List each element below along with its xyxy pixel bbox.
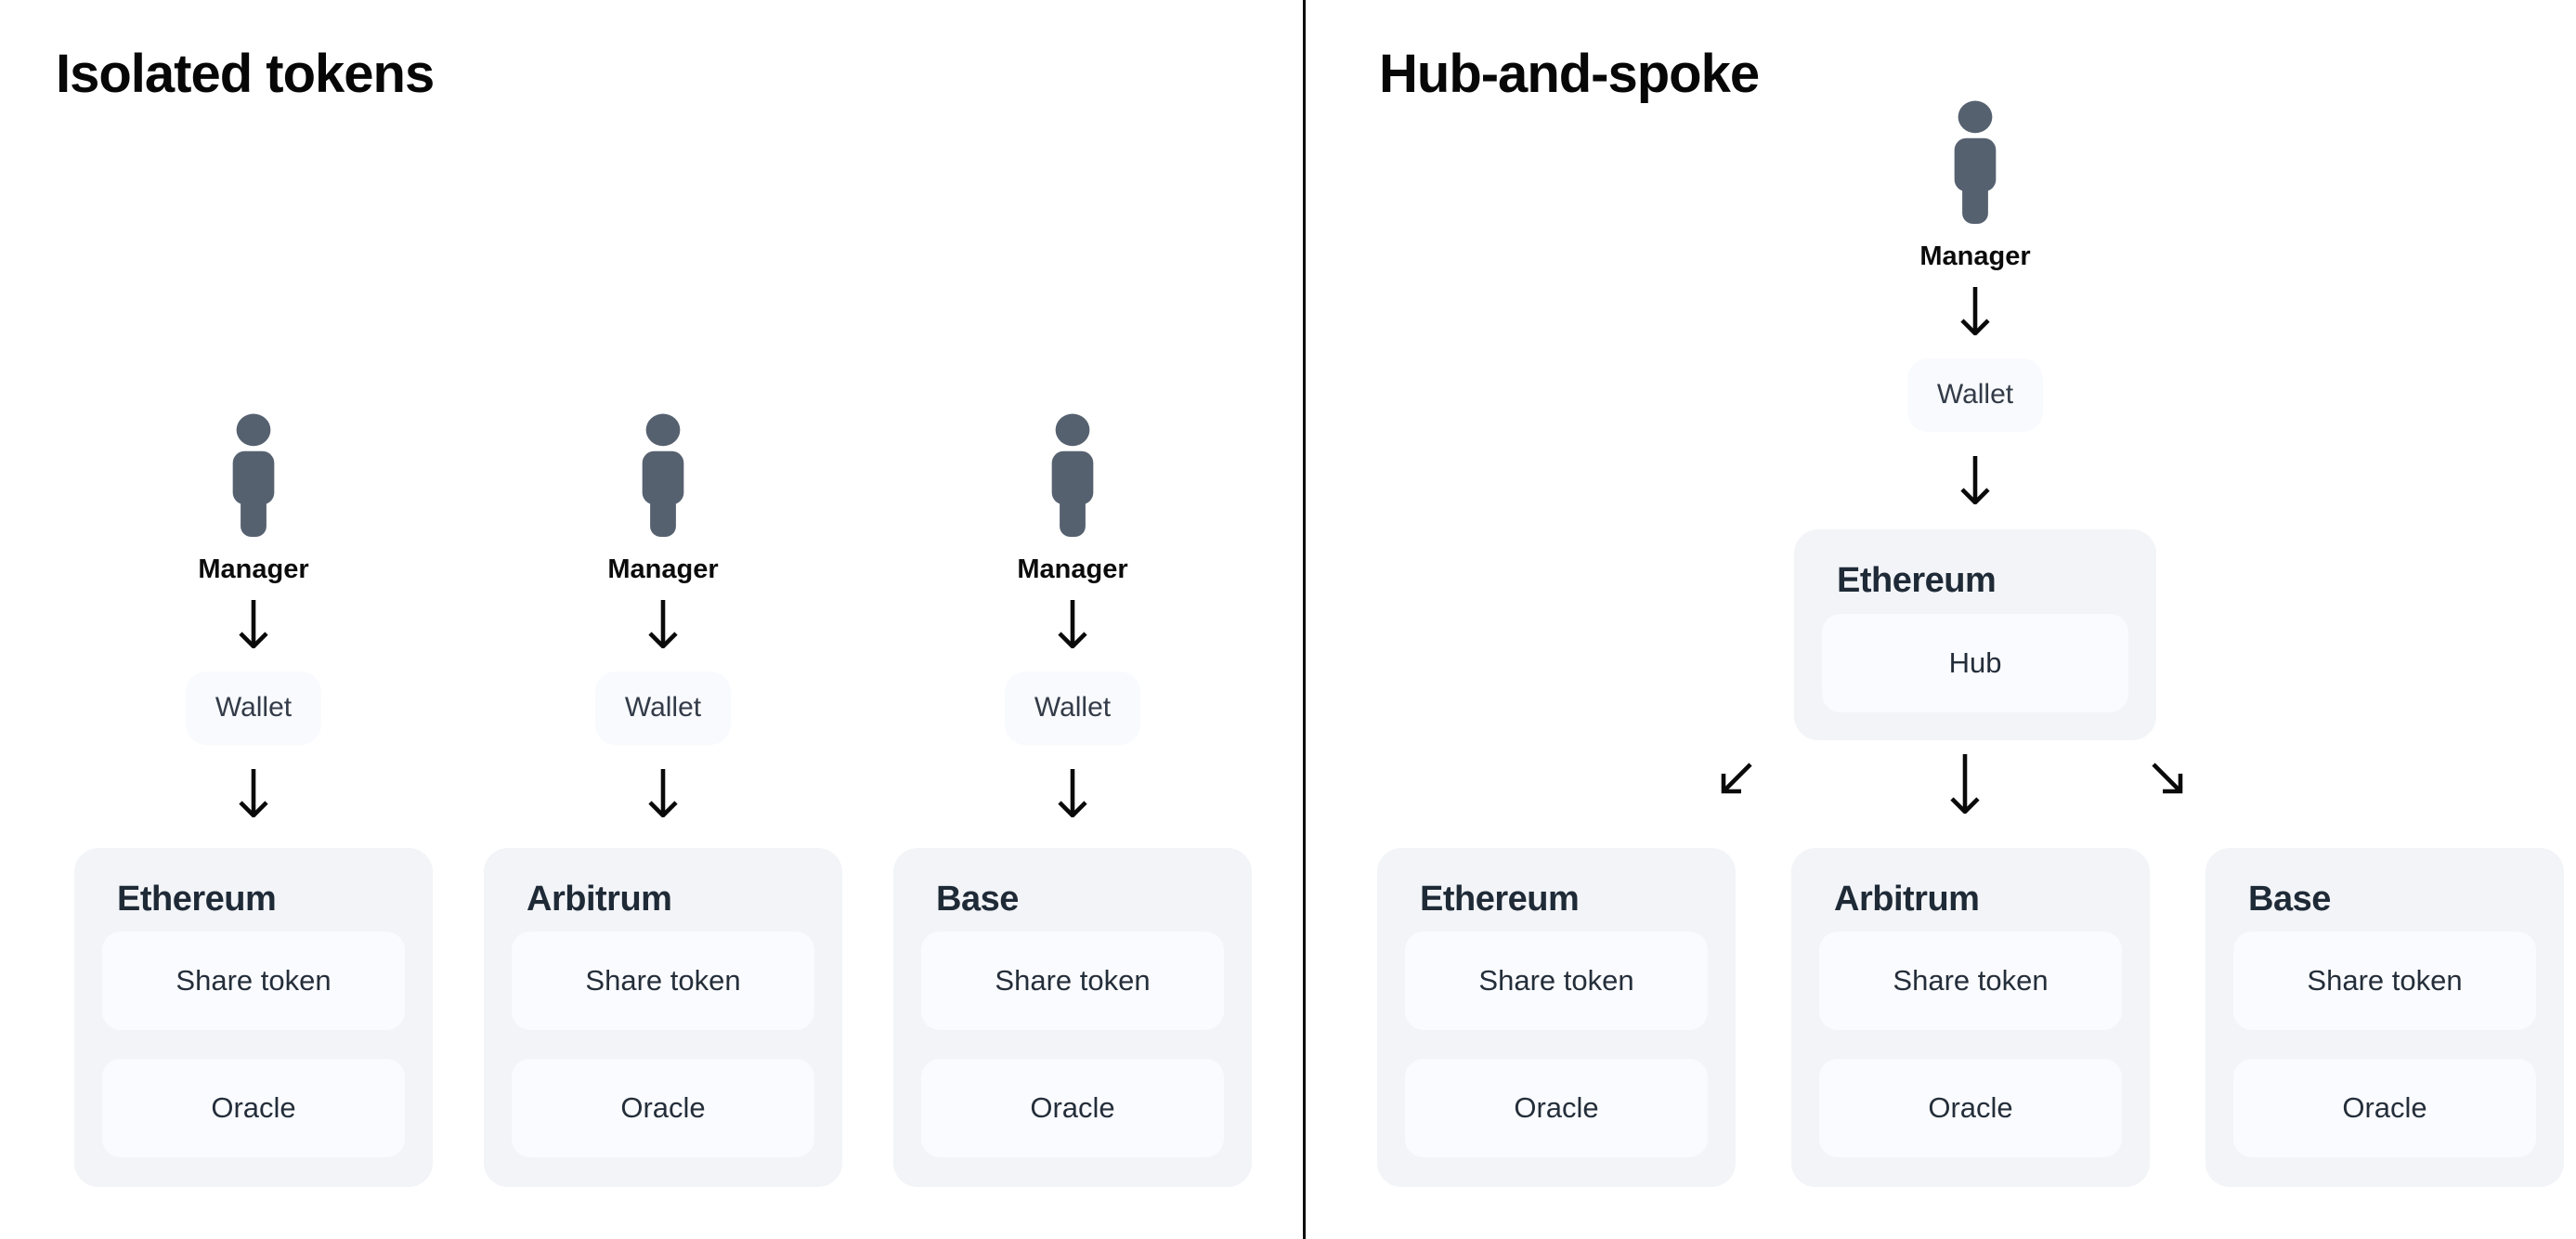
isolated-tokens-panel: Isolated tokens Manager Wallet Ethereum … (56, 44, 1252, 1187)
oracle-box: Oracle (921, 1058, 1224, 1157)
page-title: Isolated tokens (56, 44, 435, 104)
chain-card-base: Base Share token Oracle (2205, 848, 2564, 1187)
chain-title: Ethereum (1837, 560, 1997, 600)
isolated-column-base: Manager Wallet Base Share token Oracle (893, 413, 1252, 1187)
arrow-down-icon (648, 599, 678, 648)
oracle-box: Oracle (1819, 1059, 2122, 1157)
page-title: Hub-and-spoke (1379, 44, 1760, 104)
arrow-down-icon (1058, 768, 1087, 817)
chain-title: Ethereum (117, 879, 277, 919)
panel-divider (1303, 0, 1306, 1239)
hub-column: Manager Wallet Ethereum Hub (1794, 100, 2156, 740)
oracle-box: Oracle (2233, 1059, 2536, 1157)
arrow-down-icon (239, 768, 268, 817)
manager-label: Manager (1017, 554, 1128, 584)
oracle-box: Oracle (512, 1058, 814, 1157)
chain-card-arbitrum: Arbitrum Share token Oracle (1791, 848, 2150, 1187)
oracle-box: Oracle (1405, 1059, 1708, 1157)
arrow-down-icon (648, 768, 678, 817)
hub-and-spoke-panel: Hub-and-spoke Manager Wallet Ethereum Hu… (1306, 0, 2576, 1239)
isolated-column-arbitrum: Manager Wallet Arbitrum Share token Orac… (484, 413, 842, 1187)
person-icon (1051, 413, 1094, 537)
person-icon (642, 413, 684, 537)
chain-title: Base (936, 879, 1019, 919)
chain-title: Ethereum (1420, 880, 1580, 919)
wallet-box: Wallet (1005, 671, 1140, 745)
chain-card-base: Base Share token Oracle (893, 847, 1252, 1187)
share-token-box: Share token (512, 931, 814, 1030)
chain-title: Arbitrum (1834, 880, 1980, 919)
arrow-down-icon (1950, 754, 1980, 814)
wallet-box: Wallet (186, 671, 321, 745)
share-token-box: Share token (1819, 932, 2122, 1030)
arrow-down-icon (1960, 286, 1990, 335)
share-token-box: Share token (1405, 932, 1708, 1030)
arrow-down-icon (1058, 599, 1087, 648)
person-icon (232, 413, 275, 537)
isolated-column-ethereum: Manager Wallet Ethereum Share token Orac… (74, 413, 433, 1187)
arrow-down-left-icon (1721, 763, 1752, 794)
arrow-down-icon (239, 599, 268, 648)
share-token-box: Share token (2233, 932, 2536, 1030)
wallet-box: Wallet (595, 671, 731, 745)
oracle-box: Oracle (102, 1058, 405, 1157)
arrow-down-right-icon (2152, 763, 2183, 794)
hub-card: Ethereum Hub (1794, 528, 2156, 740)
share-token-box: Share token (921, 931, 1224, 1030)
spoke-chains-row: Ethereum Share token Oracle Arbitrum Sha… (1377, 848, 2564, 1187)
chain-title: Arbitrum (527, 879, 672, 919)
manager-label: Manager (1919, 241, 2031, 271)
share-token-box: Share token (102, 931, 405, 1030)
person-icon (1954, 100, 1997, 224)
wallet-box: Wallet (1907, 358, 2043, 432)
chain-title: Base (2248, 880, 2331, 919)
manager-label: Manager (198, 554, 309, 584)
chain-card-arbitrum: Arbitrum Share token Oracle (484, 847, 842, 1187)
chain-card-ethereum: Ethereum Share token Oracle (1377, 848, 1736, 1187)
isolated-columns: Manager Wallet Ethereum Share token Orac… (74, 413, 1252, 1187)
chain-card-ethereum: Ethereum Share token Oracle (74, 847, 433, 1187)
hub-box: Hub (1822, 613, 2128, 712)
arrow-down-icon (1960, 455, 1990, 504)
manager-label: Manager (607, 554, 719, 584)
